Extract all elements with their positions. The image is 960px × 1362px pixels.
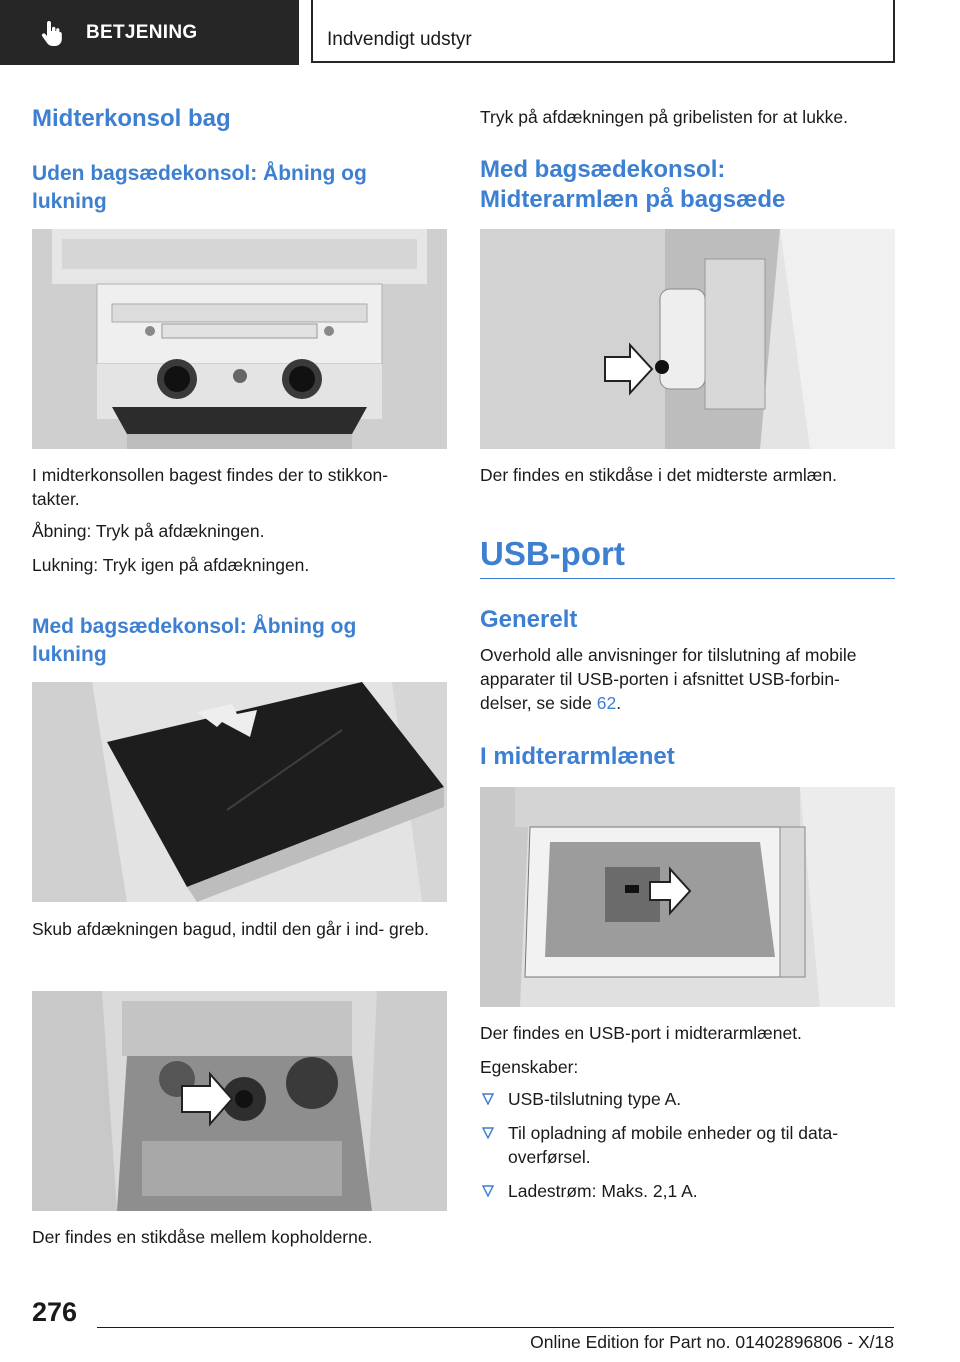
paragraph-usb-general-end: . bbox=[616, 693, 622, 713]
list-item-text: USB-tilslutning type A. bbox=[508, 1089, 682, 1109]
armrest-usb-figure bbox=[480, 787, 895, 1007]
list-item-text: Ladestrøm: Maks. 2,1 A. bbox=[508, 1181, 698, 1201]
console-sockets-figure bbox=[32, 229, 447, 449]
pointing-hand-icon bbox=[41, 20, 62, 46]
paragraph-closing: Lukning: Tryk igen på afdækningen. bbox=[32, 555, 310, 575]
section-tab: BETJENING bbox=[0, 0, 299, 65]
triangle-bullet-icon bbox=[482, 1127, 494, 1139]
section-title-midterkonsol: Midterkonsol bag bbox=[32, 105, 231, 132]
paragraph-sockets: I midterkonsollen bagest findes der to s… bbox=[32, 465, 389, 509]
paragraph-properties: Egenskaber: bbox=[480, 1057, 579, 1077]
paragraph-opening: Åbning: Tryk på afdækningen. bbox=[32, 521, 265, 541]
list-item: USB-tilslutning type A. bbox=[480, 1087, 895, 1111]
edition-note: Online Edition for Part no. 01402896806 … bbox=[530, 1332, 894, 1352]
chapter-tab: Indvendigt udstyr bbox=[311, 0, 895, 63]
list-item: Til opladning af mobile enheder og til d… bbox=[480, 1121, 895, 1169]
paragraph-usb-armrest: Der findes en USB-port i midterarmlænet. bbox=[480, 1023, 802, 1043]
footer-rule bbox=[97, 1327, 894, 1328]
chapter-label: Indvendigt udstyr bbox=[327, 29, 472, 50]
subheading-uden-bagsaedekonsol: Uden bagsædekonsol: Åbning og lukning bbox=[32, 162, 367, 213]
list-item: Ladestrøm: Maks. 2,1 A. bbox=[480, 1179, 895, 1203]
armrest-socket-figure bbox=[480, 229, 895, 449]
page-number: 276 bbox=[32, 1297, 78, 1327]
section-title-usb-port: USB-port bbox=[480, 535, 625, 572]
paragraph-close-cover: Tryk på afdækningen på gribelisten for a… bbox=[480, 107, 849, 127]
subheading-med-bagsaedekonsol: Med bagsædekonsol: Åbning og lukning bbox=[32, 615, 357, 666]
section-label: BETJENING bbox=[86, 21, 198, 43]
paragraph-usb-general: Overhold alle anvisninger for tilslutnin… bbox=[480, 643, 895, 715]
page-reference-link[interactable]: 62 bbox=[596, 693, 617, 713]
subheading-i-midterarmlaenet: I midterarmlænet bbox=[480, 743, 675, 770]
cupholder-socket-figure bbox=[32, 991, 447, 1211]
triangle-bullet-icon bbox=[482, 1093, 494, 1105]
console-cover-figure bbox=[32, 682, 447, 902]
paragraph-armrest-socket: Der findes en stikdåse i det midterste a… bbox=[480, 465, 837, 485]
subheading-midterarmlaen: Med bagsædekonsol: Midterarmlæn på bagsæ… bbox=[480, 156, 786, 213]
list-item-text: Til opladning af mobile enheder og til d… bbox=[508, 1123, 839, 1167]
triangle-bullet-icon bbox=[482, 1185, 494, 1197]
paragraph-slide-cover: Skub afdækningen bagud, indtil den går i… bbox=[32, 919, 429, 939]
paragraph-usb-general-text: Overhold alle anvisninger for tilslutnin… bbox=[480, 645, 857, 713]
properties-list: USB-tilslutning type A. Til opladning af… bbox=[480, 1087, 895, 1213]
section-rule bbox=[480, 578, 895, 579]
subheading-generelt: Generelt bbox=[480, 606, 578, 633]
paragraph-socket-cupholders: Der findes en stikdåse mellem kopholdern… bbox=[32, 1227, 373, 1247]
